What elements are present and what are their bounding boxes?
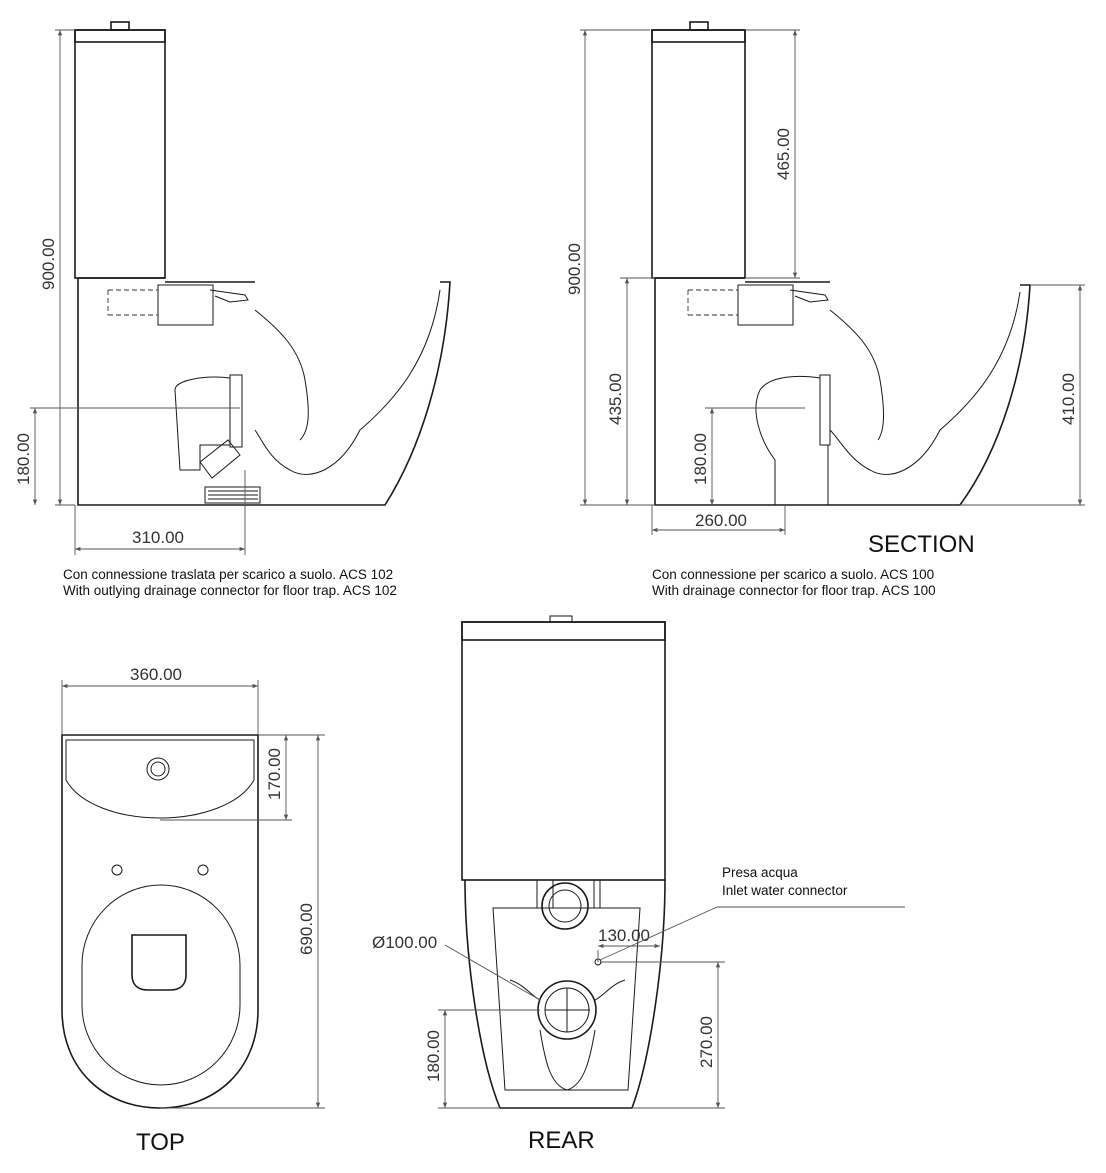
caption-it: Con connessione traslata per scarico a s… bbox=[63, 567, 393, 582]
cistern bbox=[461, 615, 666, 881]
caption-en: With outlying drainage connector for flo… bbox=[63, 583, 397, 598]
seat-outline bbox=[81, 884, 241, 1086]
dimensions: 900.00 180.00 310.00 bbox=[14, 29, 246, 555]
lid-handle bbox=[131, 934, 187, 991]
dim-outlet-height: 180.00 bbox=[14, 433, 33, 485]
bowl-profile bbox=[654, 277, 1031, 506]
dimensions: 360.00 170.00 690.00 bbox=[61, 665, 325, 1109]
dim-tank: 465.00 bbox=[774, 128, 793, 180]
inlet-label-it: Presa acqua bbox=[722, 865, 798, 880]
dim-outlet-distance: 260.00 bbox=[695, 511, 747, 530]
dim-outlet-height: 180.00 bbox=[424, 1030, 443, 1082]
bowl-profile bbox=[77, 277, 451, 506]
cistern bbox=[74, 21, 166, 279]
side-view-section: 900.00 435.00 465.00 410.00 180.00 260.0… bbox=[565, 21, 1085, 598]
dim-rim: 410.00 bbox=[1059, 373, 1078, 425]
top-view: 360.00 170.00 690.00 TOP bbox=[61, 665, 325, 1156]
dim-diameter: Ø100.00 bbox=[372, 933, 437, 952]
flush-button-icon bbox=[146, 757, 170, 781]
dim-inlet-offset: 130.00 bbox=[598, 926, 650, 945]
section-title: SECTION bbox=[868, 531, 975, 558]
dim-outlet-height: 180.00 bbox=[691, 433, 710, 485]
rear-title: REAR bbox=[528, 1127, 595, 1154]
dim-outlet-distance: 310.00 bbox=[132, 528, 184, 547]
dim-inlet-height: 270.00 bbox=[697, 1016, 716, 1068]
dimensions: Ø100.00 130.00 270.00 180.00 bbox=[372, 906, 905, 1109]
dim-tank-depth: 170.00 bbox=[265, 748, 284, 800]
dim-length: 690.00 bbox=[297, 903, 316, 955]
dim-bowl: 435.00 bbox=[606, 373, 625, 425]
caption-en: With drainage connector for floor trap. … bbox=[652, 583, 936, 598]
rear-view: Ø100.00 130.00 270.00 180.00 Presa acqua… bbox=[372, 615, 905, 1154]
side-view-offset: 900.00 180.00 310.00 Con connessione tra… bbox=[14, 21, 451, 598]
dim-height: 900.00 bbox=[565, 243, 584, 295]
dim-height: 900.00 bbox=[39, 238, 58, 290]
dimensions: 900.00 435.00 465.00 410.00 180.00 260.0… bbox=[565, 29, 1085, 535]
dim-width: 360.00 bbox=[130, 665, 182, 684]
top-title: TOP bbox=[136, 1129, 185, 1156]
inlet-label-en: Inlet water connector bbox=[722, 883, 848, 898]
caption-it: Con connessione per scarico a suolo. ACS… bbox=[652, 567, 934, 582]
cistern bbox=[651, 21, 746, 279]
